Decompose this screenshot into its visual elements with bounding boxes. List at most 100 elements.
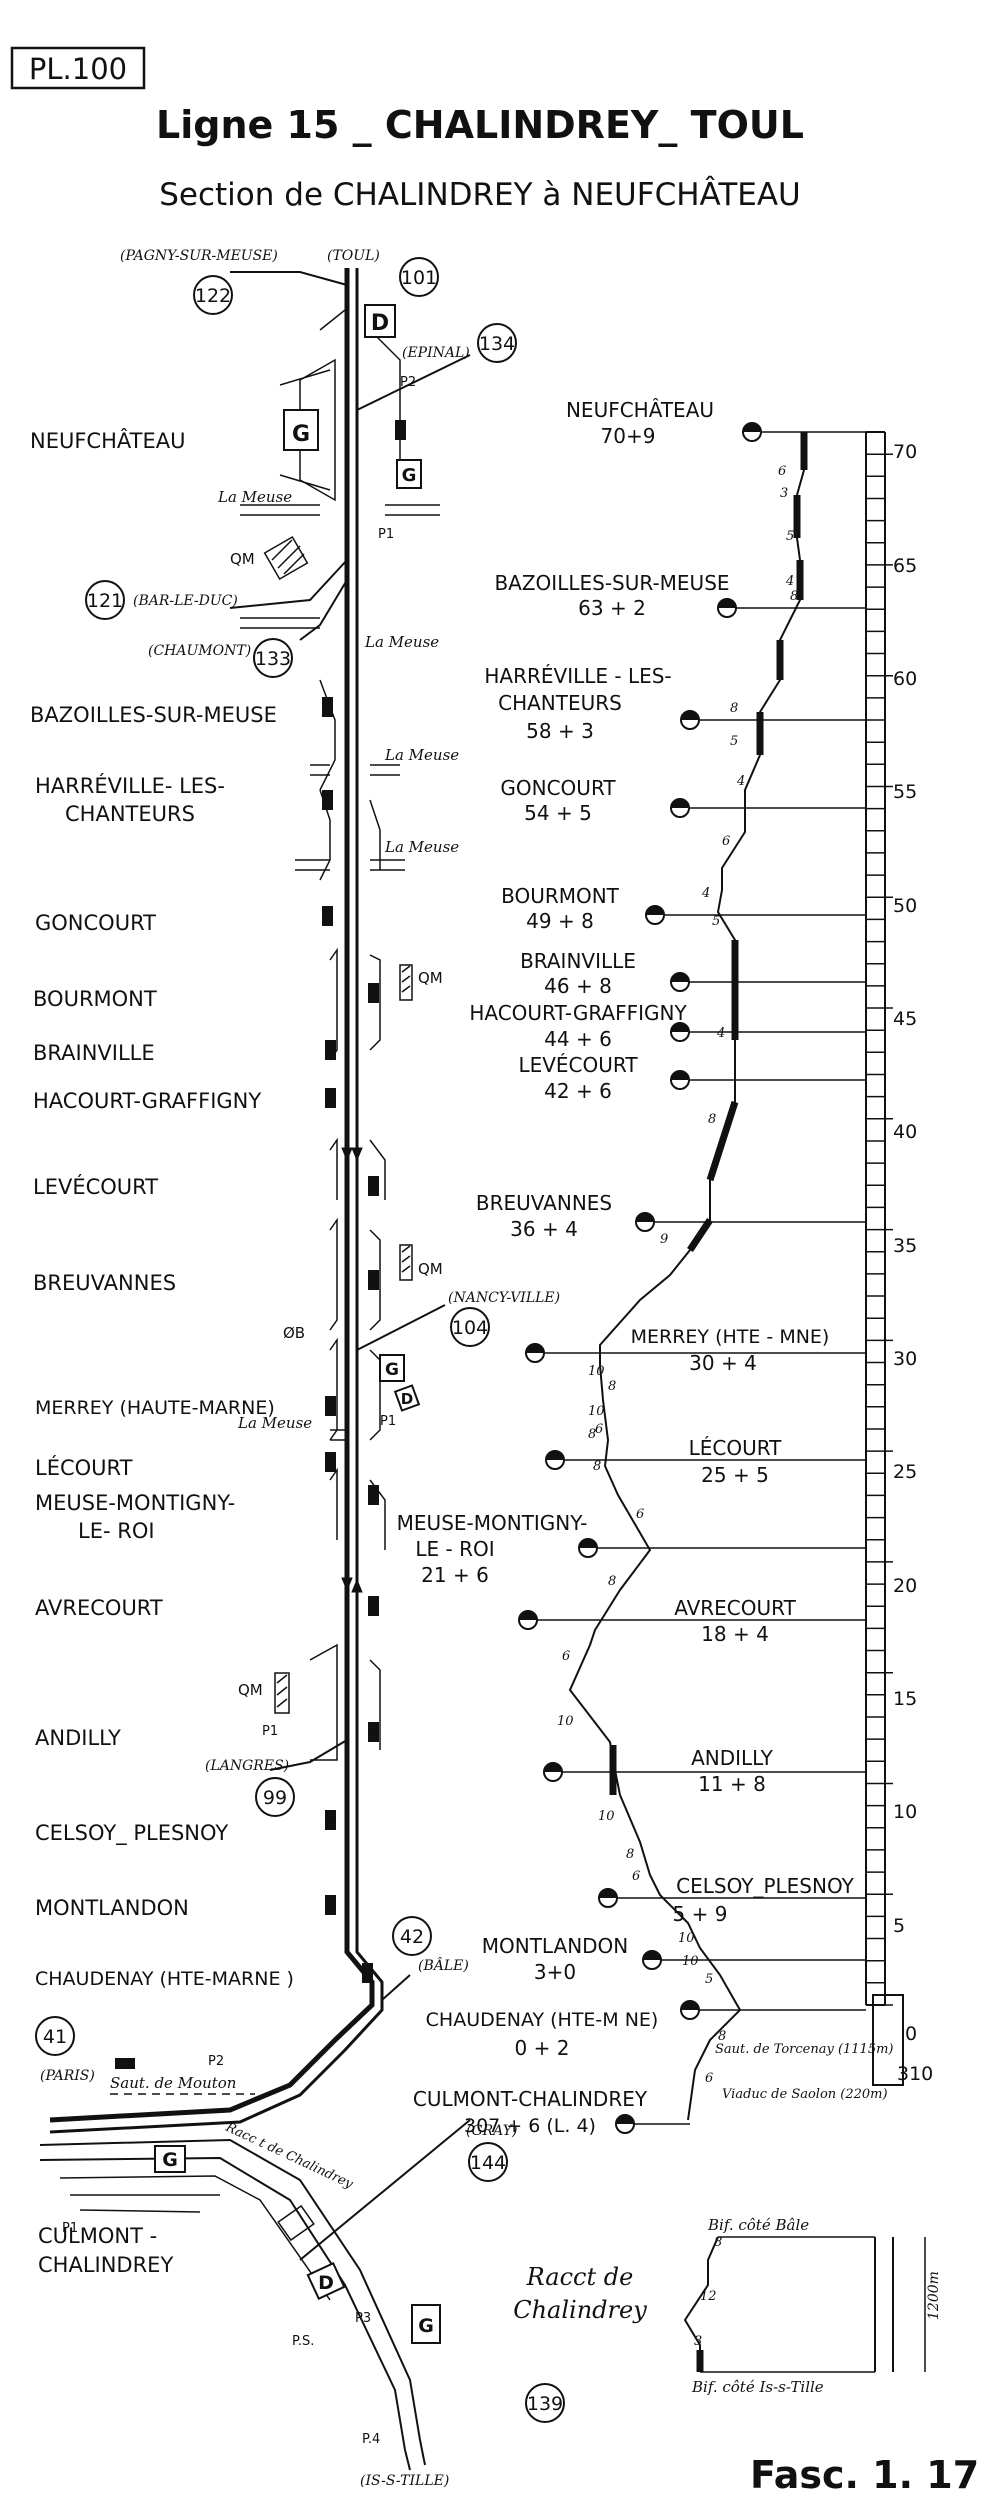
station-name: CELSOY_ PLESNOY [35, 1821, 228, 1846]
gradient-label: 6 [705, 2071, 713, 2086]
connection-circles [35, 257, 565, 2423]
station-marker [368, 983, 379, 1003]
station-name: MEUSE-MONTIGNY- [35, 1491, 235, 1515]
connection-circle [399, 257, 439, 297]
siding-levecourt [329, 1137, 386, 1200]
profile-station-name: MONTLANDON [482, 1934, 629, 1958]
km-label: 0 [905, 2023, 917, 2045]
station-circle-fill [681, 711, 699, 720]
track-schematic [39, 268, 471, 2471]
profile-station-name: HACOURT-GRAFFIGNY [469, 1001, 687, 1025]
ps-label: P.S. [292, 2334, 314, 2349]
d-box [306, 2261, 346, 2301]
gradient-label: 10 [588, 1404, 605, 1419]
g-box [396, 459, 422, 489]
station-reference-lines [528, 431, 866, 2125]
connection-circle [193, 275, 233, 315]
culmont-track-1 [39, 2138, 421, 2441]
meuse-label: La Meuse [217, 488, 292, 506]
pagny-branch [230, 271, 348, 286]
station-marker [362, 1963, 373, 1983]
gradient-label: 4 [736, 774, 745, 789]
connection-circle [525, 2383, 565, 2423]
connection-circle [450, 1307, 490, 1347]
gray-branch [299, 2119, 471, 2261]
station-circle-fill [546, 1451, 564, 1460]
station-circle-fill [671, 799, 689, 808]
profile-station-km: 0 + 2 [515, 2036, 570, 2060]
p1-label: P1 [378, 527, 394, 542]
profile-station-name: BOURMONT [501, 884, 620, 908]
profile-station-name: BRAINVILLE [520, 949, 636, 973]
d-box [364, 304, 396, 338]
connection-circle [255, 1777, 295, 1817]
connection-circle [35, 2016, 75, 2056]
epinal-branch [356, 354, 471, 411]
gradient-labels: 6 3 5 4 8 8 5 4 6 4 5 4 8 9 10 8 10 8 6 … [557, 464, 798, 2349]
siding-merrey [329, 1337, 381, 1441]
profile-station-name: BAZOILLES-SUR-MEUSE [494, 571, 729, 595]
station-circle-fill [519, 1611, 537, 1620]
station-marker [322, 906, 333, 926]
profile-station-km: 21 + 6 [421, 1563, 489, 1587]
p4-label: P.4 [362, 2432, 380, 2447]
km-labels: 70 65 60 55 50 45 40 35 30 25 20 15 10 5… [893, 441, 933, 2085]
d-label: D [401, 1390, 413, 1408]
p1-label: P1 [262, 1724, 278, 1739]
qm-label: QM [238, 1681, 263, 1699]
meuse-crossing-5 [330, 1429, 345, 1441]
station-name: LÉCOURT [35, 1455, 133, 1480]
station-marker [115, 2058, 135, 2069]
station-name: ANDILLY [35, 1726, 121, 1750]
culmont-track-3 [59, 2175, 331, 2301]
connection-circle [85, 580, 125, 620]
connection-circle [477, 323, 517, 363]
station-name: BREUVANNES [33, 1271, 176, 1295]
qm-label: QM [418, 1260, 443, 1278]
profile-station-name: LEVÉCOURT [518, 1053, 638, 1077]
direction-arrow-2 [341, 1577, 363, 1593]
profile-station-km: 25 + 5 [701, 1463, 769, 1487]
gradient-label: 6 [722, 834, 730, 849]
racc-chalindrey-small: Racc t de Chalindrey [222, 2120, 355, 2193]
station-marker [325, 1088, 336, 1108]
connection-number: 144 [470, 2152, 506, 2174]
station-circle-fill [599, 1889, 617, 1898]
profile-station-km: 42 + 6 [544, 1079, 612, 1103]
plate-label: PL.100 [29, 52, 127, 86]
gradient-label: 10 [557, 1714, 574, 1729]
connection-name: (PAGNY-SUR-MEUSE) [120, 248, 278, 264]
station-name: MONTLANDON [35, 1896, 189, 1920]
g-box [411, 2304, 441, 2344]
bif-bale-label: Bif. côté Bâle [707, 2216, 809, 2234]
qm-boxes [263, 535, 413, 2242]
profile-station-name: CELSOY_PLESNOY [676, 1874, 854, 1898]
page-subtitle: Section de CHALINDREY à NEUFCHÂTEAU [159, 177, 801, 213]
ob-label: ØB [283, 1324, 305, 1342]
gradient-label: 5 [705, 1972, 713, 1987]
station-marker [368, 1722, 379, 1742]
gradient-label: 3 [780, 486, 788, 501]
page-title: Ligne 15 _ CHALINDREY_ TOUL [156, 103, 804, 147]
profile-station-name: AVRECOURT [674, 1596, 796, 1620]
nancy-branch [356, 1304, 446, 1351]
connection-labels: 122 (PAGNY-SUR-MEUSE) 101 (TOUL) 134 (EP… [40, 248, 563, 2489]
connection-name: (GRAY) [466, 2123, 517, 2139]
racc-chalindrey-title-2: Chalindrey [513, 2296, 647, 2324]
connection-name: (LANGRES) [205, 1758, 289, 1774]
km-label: 15 [893, 1688, 917, 1710]
profile-station-km: 54 + 5 [524, 801, 592, 825]
plate-box [10, 46, 146, 90]
station-name: MERREY (HAUTE-MARNE) [35, 1397, 275, 1419]
siding-bazoilles [319, 679, 336, 791]
station-name: HARRÉVILLE- LES- [35, 773, 225, 798]
station-circle-fill [646, 906, 664, 915]
station-circle-fill [671, 1071, 689, 1080]
station-marker [322, 697, 333, 717]
building-boxes [154, 304, 441, 2344]
profile-station-name: CULMONT-CHALINDREY [413, 2087, 648, 2111]
connection-number: 121 [87, 590, 123, 612]
scale-lower-box [872, 1994, 904, 2086]
station-marker [368, 1485, 379, 1505]
station-circle-fill [526, 1344, 544, 1353]
